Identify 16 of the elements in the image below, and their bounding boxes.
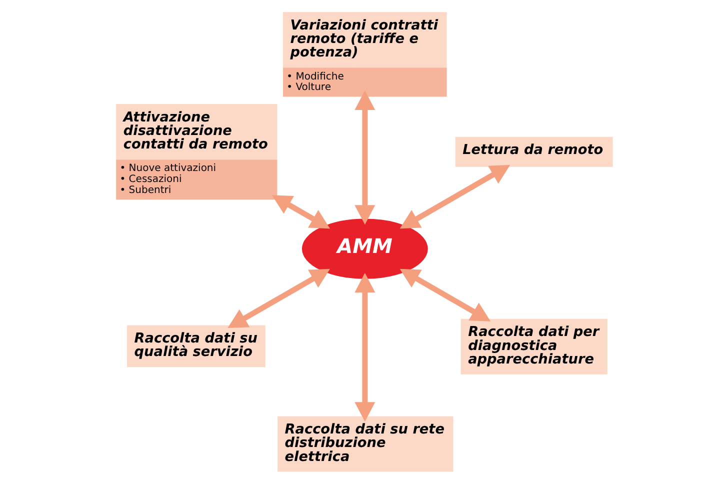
arrow [399, 268, 490, 322]
node-box: Raccolta dati su rete distribuzione elettrica [277, 416, 453, 472]
node-box: Raccolta dati su qualità servizio [126, 325, 265, 368]
node-label: • Nuove attivazioni [119, 163, 216, 174]
arrow [354, 272, 375, 422]
arrow [399, 164, 510, 229]
node-label: • Subentri [119, 185, 171, 196]
node-ellipse: AMM [301, 218, 428, 279]
arrow [354, 90, 375, 225]
node-label: • Modifiche [286, 71, 344, 82]
node-label: • Cessazioni [119, 174, 182, 186]
node-box: Raccolta dati per diagnostica apparecchiature [460, 318, 607, 374]
node-box: Lettura da remoto [454, 136, 612, 167]
arrow [227, 268, 330, 328]
node-label: • Volture [286, 82, 330, 94]
arrow [271, 195, 330, 229]
